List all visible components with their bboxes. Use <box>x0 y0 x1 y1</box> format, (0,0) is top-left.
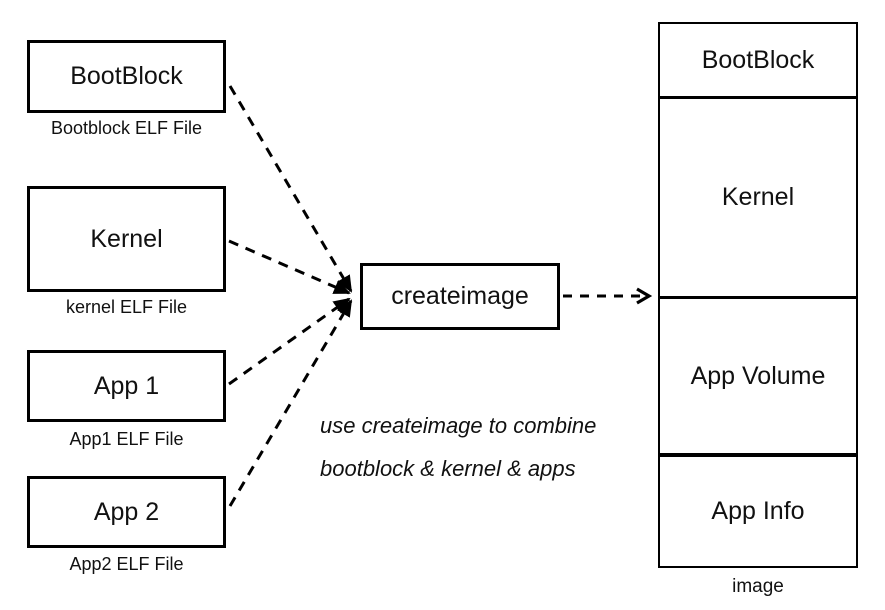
arrow-kernel-to-createimage <box>228 239 351 295</box>
image-section-app-info: App Info <box>660 453 856 566</box>
image-section-app-volume: App Volume <box>660 296 856 453</box>
annotation-note: use createimage to combine bootblock & k… <box>320 404 650 490</box>
image-section-app-volume-label: App Volume <box>690 361 826 390</box>
createimage-box-label: createimage <box>391 282 529 310</box>
kernel-box: Kernel <box>27 186 226 292</box>
image-section-app-info-label: App Info <box>711 497 805 525</box>
kernel-box-label: Kernel <box>90 224 163 253</box>
image-stack-box: BootBlock Kernel App Volume App Info <box>658 22 858 568</box>
image-section-bootblock: BootBlock <box>660 24 856 96</box>
arrow-app1-to-createimage <box>228 297 351 386</box>
image-stack-caption: image <box>732 576 784 597</box>
annotation-note-line2: bootblock & kernel & apps <box>320 456 576 481</box>
bootblock-box-label: BootBlock <box>70 62 183 90</box>
image-section-bootblock-label: BootBlock <box>701 45 815 74</box>
app1-box: App 1 <box>27 350 226 422</box>
app2-box-label: App 2 <box>93 497 160 526</box>
createimage-box: createimage <box>360 263 560 330</box>
bootblock-caption: Bootblock ELF File <box>50 118 203 138</box>
bootblock-box: BootBlock <box>27 40 226 113</box>
kernel-caption: kernel ELF File <box>65 297 188 317</box>
app2-caption: App2 ELF File <box>69 554 184 574</box>
arrow-bootblock-to-createimage <box>228 85 353 293</box>
image-section-kernel: Kernel <box>660 96 856 296</box>
app1-box-label: App 1 <box>93 371 160 400</box>
image-section-kernel-label: Kernel <box>721 183 795 211</box>
annotation-note-line1: use createimage to combine <box>320 413 597 438</box>
app1-caption: App1 ELF File <box>69 429 184 449</box>
app2-box: App 2 <box>27 476 226 548</box>
